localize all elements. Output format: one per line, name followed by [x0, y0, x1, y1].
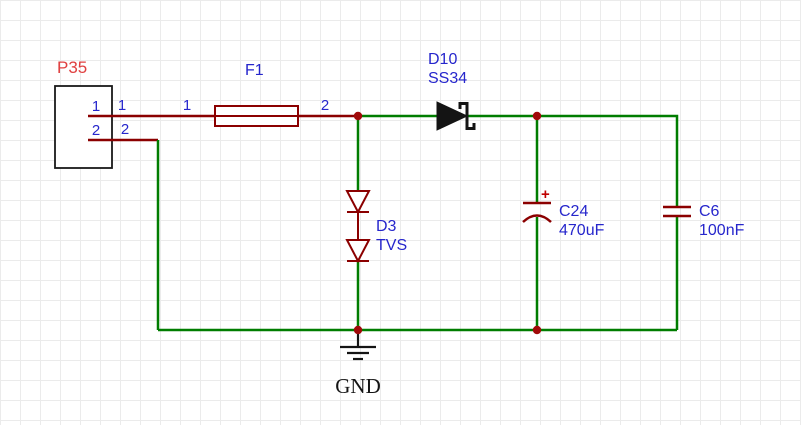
tvs-diode-d3: D3 TVS — [345, 190, 407, 264]
ground-symbol: GND — [335, 330, 381, 398]
schottky-diode-d10: D10 SS34 — [428, 51, 476, 131]
diode-designator-label: D10 — [428, 51, 457, 68]
connector-p35: P35 — [54, 58, 113, 169]
fuse-pin2-label: 2 — [321, 97, 329, 114]
capacitor-c6: C6 100nF — [663, 203, 745, 239]
cap-c24-polarity-mark: + — [541, 186, 550, 203]
junction-dot-top-tvs — [353, 111, 363, 121]
tvs-designator-label: D3 — [376, 218, 397, 235]
tvs-triangle-bottom — [345, 239, 371, 264]
fuse-pin1-label: 1 — [183, 97, 191, 114]
cap-c24-designator-label: C24 — [559, 203, 588, 220]
junction-dot-bottom-c24 — [532, 325, 542, 335]
diode-schottky-hooks — [458, 102, 476, 130]
fuse-designator-label: F1 — [245, 62, 264, 79]
connector-body — [54, 85, 113, 169]
connector-pin1-number: 1 — [92, 98, 100, 115]
tvs-part-number-label: TVS — [376, 237, 407, 254]
diode-triangle — [436, 101, 469, 131]
cap-c6-value-label: 100nF — [699, 222, 745, 239]
polarized-capacitor-c24: + C24 470uF — [522, 186, 605, 239]
connector-pin2-number: 2 — [92, 122, 100, 139]
junction-dot-top-c24 — [532, 111, 542, 121]
ground-label: GND — [335, 374, 381, 398]
cap-c6-designator-label: C6 — [699, 203, 720, 220]
wire-output-net — [467, 114, 679, 206]
connector-designator-label: P35 — [57, 58, 87, 77]
connector-pin2-wire-label: 2 — [121, 121, 129, 138]
junction-dot-bottom-gnd — [353, 325, 363, 335]
diode-part-number-label: SS34 — [428, 70, 467, 87]
tvs-triangle-top — [345, 190, 371, 215]
cap-c24-value-label: 470uF — [559, 222, 605, 239]
cap-c24-curved-plate — [522, 214, 552, 223]
fuse-f1: F1 1 2 — [183, 62, 329, 127]
connector-pin1-wire-label: 1 — [118, 97, 126, 114]
